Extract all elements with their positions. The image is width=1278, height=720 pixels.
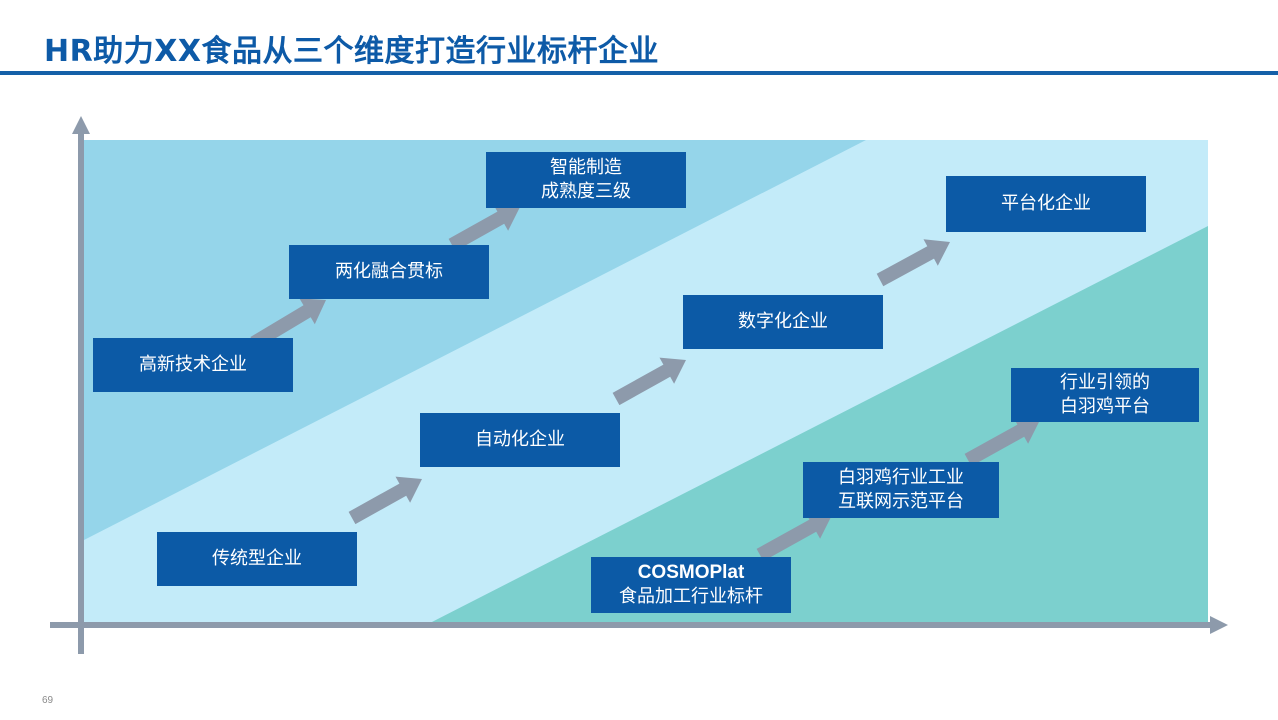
stage-box-middle-2: 自动化企业 bbox=[420, 413, 620, 467]
stage-label-line: 高新技术企业 bbox=[139, 354, 247, 375]
stage-label-line: 两化融合贯标 bbox=[335, 261, 443, 282]
stage-label-line: 自动化企业 bbox=[475, 429, 565, 450]
step-arrow-upper-1 bbox=[250, 298, 326, 349]
step-arrow-lower-2 bbox=[964, 417, 1040, 467]
stage-label-line: 互联网示范平台 bbox=[838, 491, 964, 512]
step-arrow-middle-1 bbox=[348, 476, 422, 525]
stage-box-upper-2: 两化融合贯标 bbox=[289, 245, 489, 299]
stage-label-line: 成熟度三级 bbox=[541, 181, 631, 202]
stage-label-line: COSMOPlat bbox=[637, 562, 745, 583]
band-upper bbox=[84, 140, 866, 540]
stage-box-middle-3: 数字化企业 bbox=[683, 295, 883, 349]
stage-label-line: 白羽鸡行业工业 bbox=[838, 467, 964, 488]
stage-box-lower-3: 行业引领的白羽鸡平台 bbox=[1011, 368, 1199, 422]
title-underline bbox=[0, 71, 1278, 75]
stage-box-lower-1: COSMOPlat 食品加工行业标杆 bbox=[591, 557, 791, 613]
stage-box-middle-1: 传统型企业 bbox=[157, 532, 357, 586]
x-axis-arrowhead bbox=[1210, 616, 1228, 634]
band-lower bbox=[428, 226, 1208, 624]
stage-box-upper-3: 智能制造成熟度三级 bbox=[486, 152, 686, 208]
y-axis-arrowhead bbox=[72, 116, 90, 134]
step-arrow-middle-2 bbox=[612, 357, 686, 406]
step-arrow-middle-3 bbox=[876, 239, 950, 287]
stage-label-line: 食品加工行业标杆 bbox=[619, 586, 763, 607]
step-arrow-lower-1 bbox=[756, 512, 832, 562]
page-number: 69 bbox=[42, 695, 54, 706]
stage-label-line: 白羽鸡平台 bbox=[1060, 396, 1150, 417]
stage-label-line: 传统型企业 bbox=[212, 548, 302, 569]
stage-box-lower-2: 白羽鸡行业工业互联网示范平台 bbox=[803, 462, 999, 518]
stage-label-line: 数字化企业 bbox=[738, 311, 828, 332]
stage-box-upper-1: 高新技术企业 bbox=[93, 338, 293, 392]
stage-label-line: 平台化企业 bbox=[1001, 193, 1091, 214]
stage-label-line: 智能制造 bbox=[550, 157, 622, 178]
slide-title: HR助力XX食品从三个维度打造行业标杆企业 bbox=[44, 34, 659, 69]
step-arrow-upper-2 bbox=[448, 204, 520, 252]
stage-label-line: 行业引领的 bbox=[1060, 372, 1150, 393]
stage-box-middle-4: 平台化企业 bbox=[946, 176, 1146, 232]
